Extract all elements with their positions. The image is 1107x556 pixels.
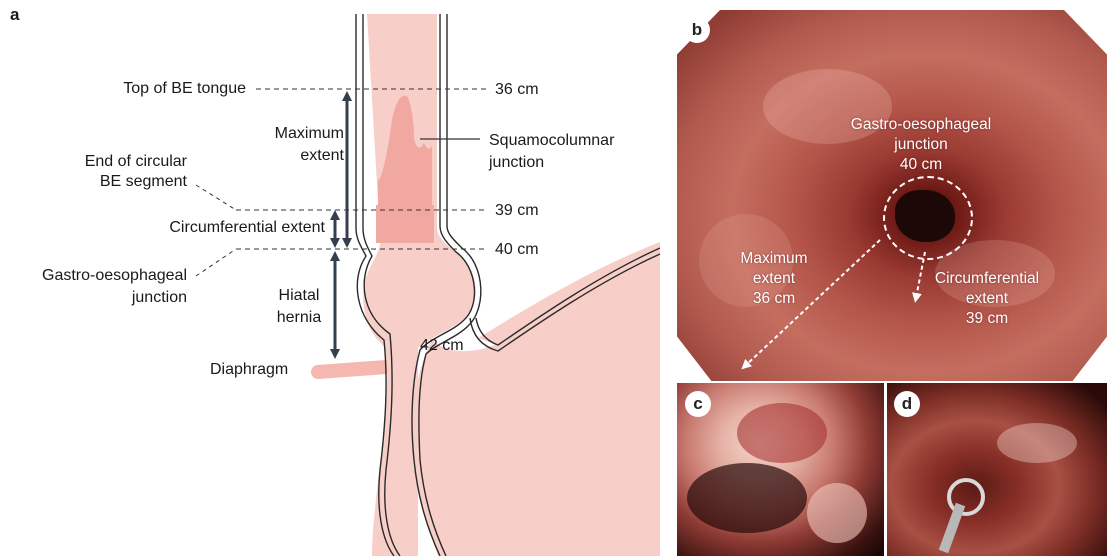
label-squamocolumnar-1: Squamocolumnar xyxy=(489,131,614,150)
b-goj-label-1: Gastro-oesophageal xyxy=(836,116,1006,134)
label-diaphragm: Diaphragm xyxy=(210,360,288,379)
b-max-label-1: Maximum xyxy=(724,250,824,268)
label-maximum-extent-2: extent xyxy=(300,146,344,165)
b-max-label-2: extent xyxy=(724,270,824,288)
b-circ-label-1: Circumferential xyxy=(912,270,1062,288)
panel-d-badge: d xyxy=(894,391,920,417)
label-hiatal-1: Hiatal xyxy=(266,286,332,305)
b-circ-label-3: 39 cm xyxy=(912,310,1062,328)
label-maximum-extent-1: Maximum xyxy=(275,124,344,143)
b-max-label-3: 36 cm xyxy=(724,290,824,308)
panel-c-badge: c xyxy=(685,391,711,417)
b-circ-label-2: extent xyxy=(912,290,1062,308)
label-36cm: 36 cm xyxy=(495,80,539,99)
goj-dashed-circle xyxy=(883,176,973,260)
label-goj-1: Gastro-oesophageal xyxy=(42,266,187,285)
label-hiatal-2: hernia xyxy=(266,308,332,327)
label-top-be-tongue: Top of BE tongue xyxy=(123,79,246,98)
endoscopy-image-d xyxy=(887,383,1107,556)
label-40cm: 40 cm xyxy=(495,240,539,259)
label-39cm: 39 cm xyxy=(495,201,539,220)
label-squamocolumnar-2: junction xyxy=(489,153,544,172)
label-goj-2: junction xyxy=(132,288,187,307)
panel-b-badge: b xyxy=(684,17,710,43)
label-end-circular-2: BE segment xyxy=(100,172,187,191)
b-goj-label-3: 40 cm xyxy=(836,156,1006,174)
b-goj-label-2: junction xyxy=(836,136,1006,154)
label-42cm: 42 cm xyxy=(420,336,464,355)
label-circumferential-extent: Circumferential extent xyxy=(169,218,325,237)
label-end-circular-1: End of circular xyxy=(85,152,187,171)
